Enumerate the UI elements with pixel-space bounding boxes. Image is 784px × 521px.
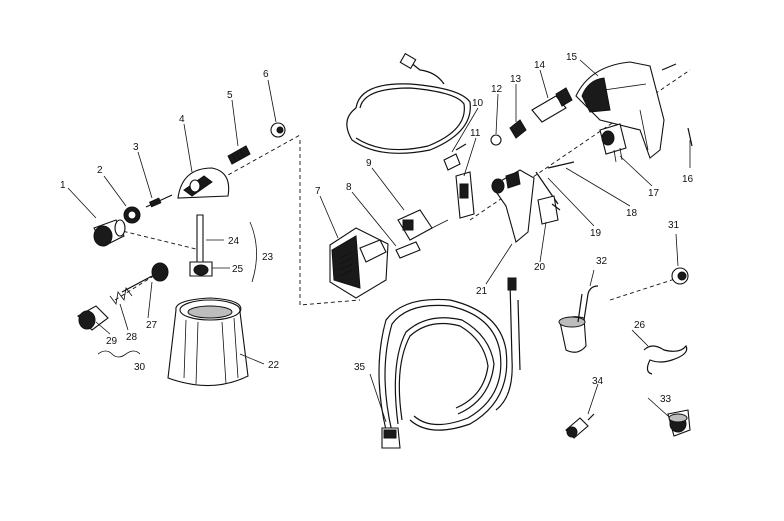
callout-1: 1: [60, 180, 66, 191]
part-28-spring: [109, 287, 133, 305]
part-11-switch: [455, 171, 475, 219]
bracket-23: [249, 221, 257, 283]
part-20-bracket: [537, 195, 561, 225]
part-3-needle: [145, 194, 173, 208]
part-8-plate: [395, 241, 421, 259]
callout-32: 32: [596, 256, 608, 267]
callout-17: 17: [648, 188, 660, 199]
callout-13: 13: [510, 74, 522, 85]
callout-11: 11: [470, 128, 481, 139]
part-25-fitting: [189, 261, 213, 277]
callout-6: 6: [263, 69, 269, 80]
part-9-coil: [397, 209, 449, 241]
part-29-cap: [77, 305, 109, 331]
callout-16: 16: [682, 174, 694, 185]
power-cord: [346, 52, 471, 154]
callout-labels: 1 2 3 4 5 6 7 8 9 10 11 12 13 14 15 16 1…: [60, 52, 694, 405]
callout-31: 31: [668, 220, 680, 231]
part-14-adjuster: [531, 87, 573, 123]
part-6-cap: [270, 122, 286, 138]
leader-lines: [67, 59, 691, 423]
callout-18: 18: [626, 208, 638, 219]
callout-10: 10: [472, 98, 484, 109]
callout-12: 12: [491, 84, 503, 95]
group-30-marker: [97, 350, 141, 358]
assembly-line-cap: [114, 271, 161, 301]
part-5-valve: [227, 145, 251, 165]
part-26-clip: [643, 344, 688, 375]
part-7-motor-block: [329, 227, 389, 299]
part-13-nut: [509, 119, 527, 139]
callout-33: 33: [660, 394, 672, 405]
callout-35: 35: [354, 362, 366, 373]
callout-27: 27: [146, 320, 158, 331]
callout-20: 20: [534, 262, 546, 273]
part-24-suction-tube: [196, 214, 204, 263]
callout-23: 23: [262, 252, 274, 263]
callout-24: 24: [228, 236, 240, 247]
callout-7: 7: [315, 186, 321, 197]
callout-14: 14: [534, 60, 546, 71]
part-1-knob: [93, 219, 126, 247]
callout-9: 9: [366, 158, 372, 169]
callout-2: 2: [97, 165, 103, 176]
part-10-fitting: [443, 143, 467, 171]
callout-15: 15: [566, 52, 578, 63]
callout-28: 28: [126, 332, 138, 343]
part-21-pump-body: [491, 169, 535, 243]
callout-22: 22: [268, 360, 280, 371]
part-32-cup: [558, 285, 599, 353]
callout-34: 34: [592, 376, 604, 387]
callout-25: 25: [232, 264, 244, 275]
callout-26: 26: [634, 320, 646, 331]
part-15-gun-housing: [575, 61, 665, 159]
assembly-line-front: [299, 140, 361, 306]
assembly-line-right: [609, 277, 679, 301]
callout-29: 29: [106, 336, 118, 347]
part-34-connector: [565, 413, 595, 439]
part-16-screw: [661, 63, 693, 147]
callout-3: 3: [133, 142, 139, 153]
part-12-tip: [490, 134, 502, 146]
callout-5: 5: [227, 90, 233, 101]
part-33-knob: [667, 409, 691, 437]
part-2-nut: [123, 206, 141, 224]
callout-19: 19: [590, 228, 602, 239]
part-4-nozzle-body: [177, 167, 230, 199]
part-18-pin: [547, 161, 575, 169]
part-27-stem: [121, 262, 169, 293]
callout-21: 21: [476, 286, 488, 297]
callout-4: 4: [179, 114, 185, 125]
part-35-hose: [378, 277, 521, 449]
part-22-container: [167, 297, 249, 387]
part-17-trigger-assembly: [599, 123, 627, 163]
part-31-cap: [671, 267, 689, 285]
callout-30: 30: [134, 362, 146, 373]
callout-8: 8: [346, 182, 352, 193]
